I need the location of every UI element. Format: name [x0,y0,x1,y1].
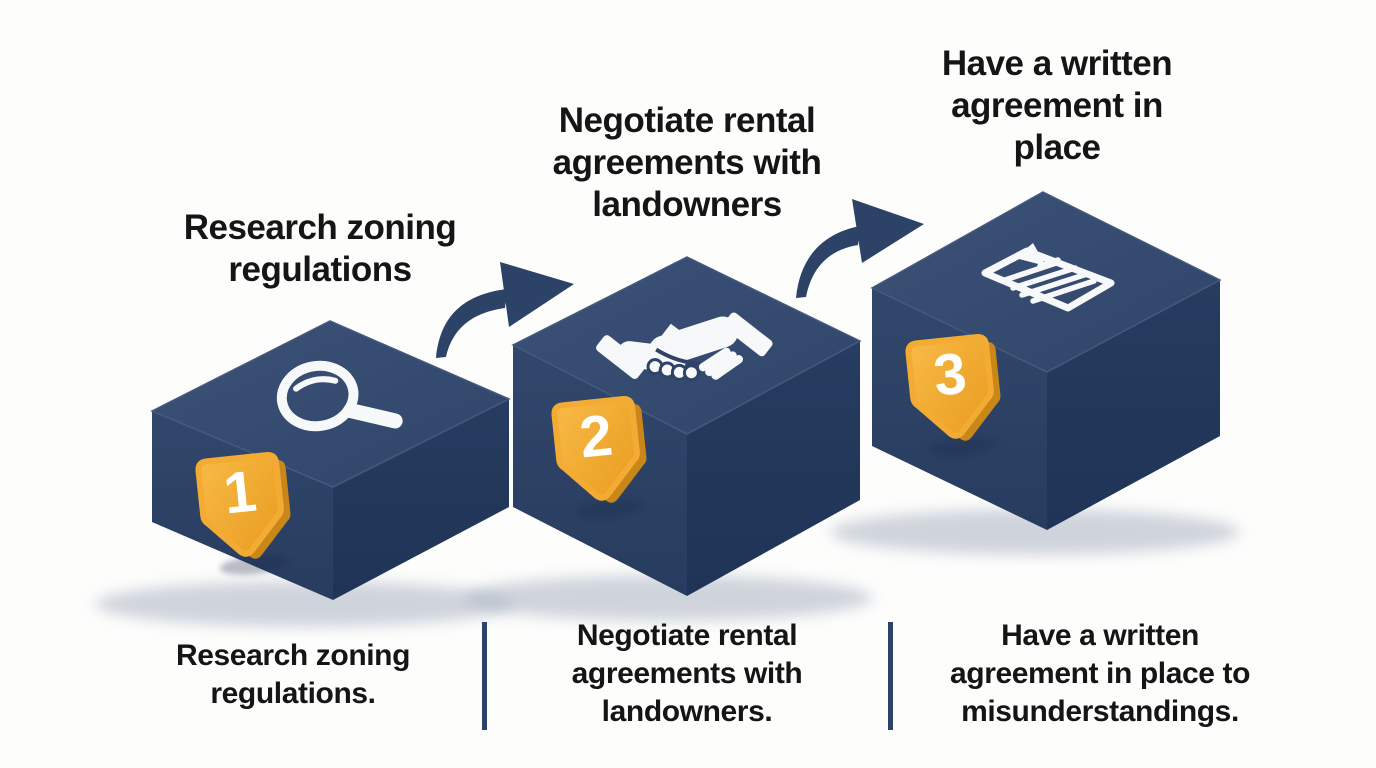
step-box-3: 3 [870,191,1222,530]
step2-caption: Negotiate rental agreements with landown… [571,619,803,728]
box3-top-face [870,191,1222,373]
step3-title: Have a written agreement in place [941,44,1173,167]
box2-front-face [687,341,860,596]
step2-number-badge: 2 [551,396,647,519]
step3-number: 3 [931,341,970,409]
step1-caption: Research zoning regulations. [175,639,411,710]
step2-number: 2 [577,403,616,471]
handshake-icon [596,312,773,382]
step1-title: Research zoning regulations [183,208,457,289]
curved-arrow-1-icon [436,262,574,358]
step2-title: Negotiate rental agreements with landown… [552,101,822,224]
step1-number: 1 [221,459,260,527]
step-box-2: 2 [511,256,862,596]
box1-front-face [333,399,509,600]
step3-caption: Have a written agreement in place to mis… [949,619,1251,728]
box1-top-face [150,320,511,488]
magnifier-icon [276,360,403,432]
caption-divider-2 [888,622,893,730]
box-shadows [95,509,1240,627]
step1-number-badge: 1 [195,452,291,575]
caption-divider-1 [482,622,487,730]
curved-arrow-2-icon [796,199,924,298]
step3-number-badge: 3 [905,334,1001,457]
document-icon [981,243,1115,312]
box3-front-face [1047,280,1220,530]
step-box-1: 1 [150,320,511,600]
